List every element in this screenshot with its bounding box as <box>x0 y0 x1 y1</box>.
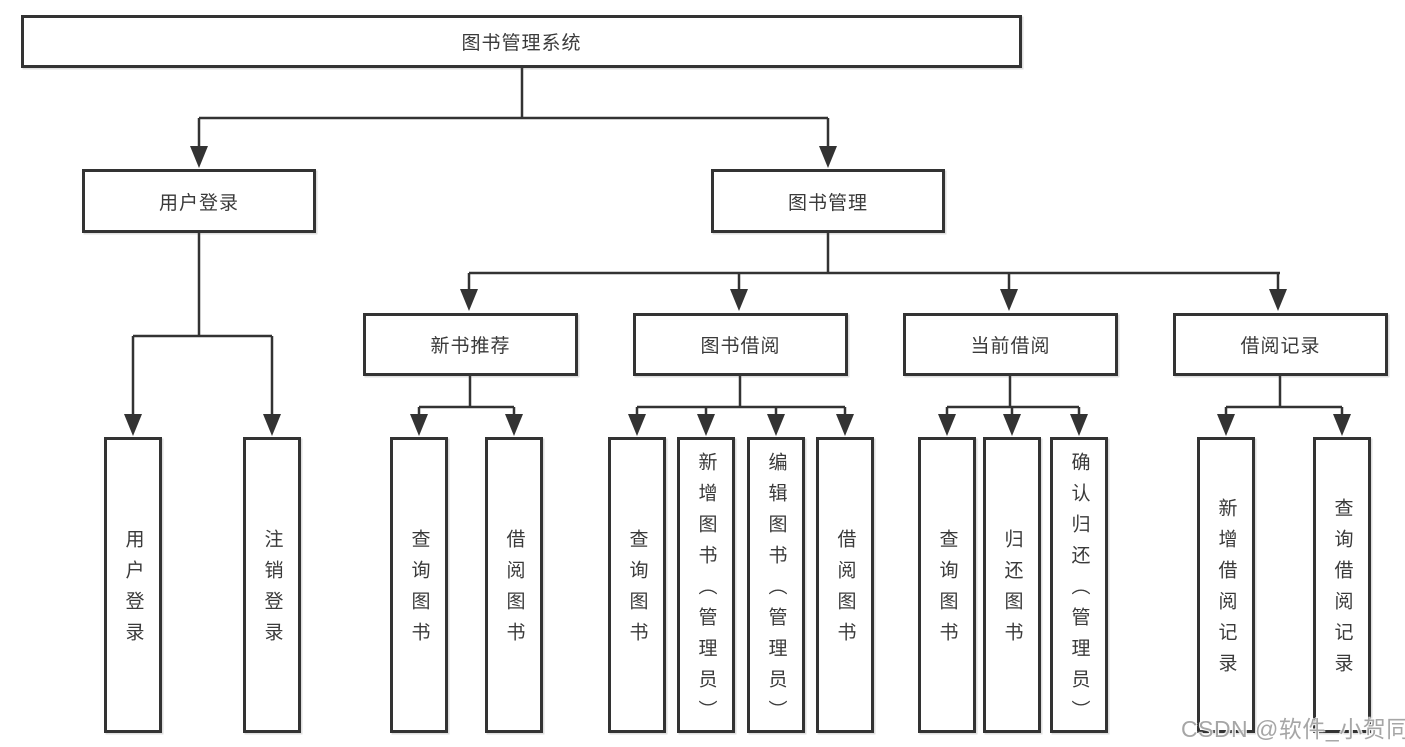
leaf-add-borrow-record: 新增借阅记录 <box>1197 437 1255 733</box>
leaf-confirm-return-admin: 确认归还（管理员） <box>1050 437 1108 733</box>
leaf-label-add-borrow-record: 新增借阅记录 <box>1215 498 1237 684</box>
leaf-return-books: 归还图书 <box>983 437 1041 733</box>
node-label-new-book-recommend: 新书推荐 <box>430 336 511 357</box>
node-label-book-management: 图书管理 <box>787 192 868 214</box>
leaf-label-query-books-current: 查询图书 <box>936 529 958 653</box>
leaf-label-borrow-books-recommend: 借阅图书 <box>503 529 525 653</box>
leaf-label-add-books-admin: 新增图书（管理员） <box>695 451 717 731</box>
leaf-label-return-books: 归还图书 <box>1001 529 1023 653</box>
node-label-borrowing-records: 借阅记录 <box>1240 336 1321 357</box>
node-current-borrowing: 当前借阅 <box>903 313 1118 376</box>
node-label-root: 图书管理系统 <box>461 33 582 54</box>
leaf-borrow-books: 借阅图书 <box>816 437 874 733</box>
leaf-logout: 注销登录 <box>243 437 301 733</box>
leaf-user-login: 用户登录 <box>104 437 162 733</box>
node-user-login: 用户登录 <box>82 169 316 233</box>
leaf-label-query-books-borrowing: 查询图书 <box>626 529 648 653</box>
leaf-label-user-login: 用户登录 <box>122 529 144 653</box>
csdn-watermark: CSDN @软件_小贺同学 <box>1181 716 1405 742</box>
leaf-query-books-borrowing: 查询图书 <box>608 437 666 733</box>
leaf-label-edit-books-admin: 编辑图书（管理员） <box>765 451 787 731</box>
leaf-label-logout: 注销登录 <box>261 529 283 653</box>
node-label-book-borrowing: 图书借阅 <box>700 336 781 357</box>
node-new-book-recommend: 新书推荐 <box>363 313 578 376</box>
leaf-label-query-borrow-record: 查询借阅记录 <box>1331 498 1353 684</box>
leaf-query-books-recommend: 查询图书 <box>390 437 448 733</box>
leaf-label-confirm-return-admin: 确认归还（管理员） <box>1068 451 1090 731</box>
leaf-query-books-current: 查询图书 <box>918 437 976 733</box>
node-book-borrowing: 图书借阅 <box>633 313 848 376</box>
node-library-management-system: 图书管理系统 <box>21 15 1022 68</box>
node-label-current-borrowing: 当前借阅 <box>970 336 1051 357</box>
node-book-management: 图书管理 <box>711 169 945 233</box>
leaf-add-books-admin: 新增图书（管理员） <box>677 437 735 733</box>
node-label-user-login: 用户登录 <box>158 192 239 214</box>
leaf-label-query-books-recommend: 查询图书 <box>408 529 430 653</box>
leaf-edit-books-admin: 编辑图书（管理员） <box>747 437 805 733</box>
node-borrowing-records: 借阅记录 <box>1173 313 1388 376</box>
leaf-query-borrow-record: 查询借阅记录 <box>1313 437 1371 733</box>
leaf-borrow-books-recommend: 借阅图书 <box>485 437 543 733</box>
leaf-label-borrow-books: 借阅图书 <box>834 529 856 653</box>
